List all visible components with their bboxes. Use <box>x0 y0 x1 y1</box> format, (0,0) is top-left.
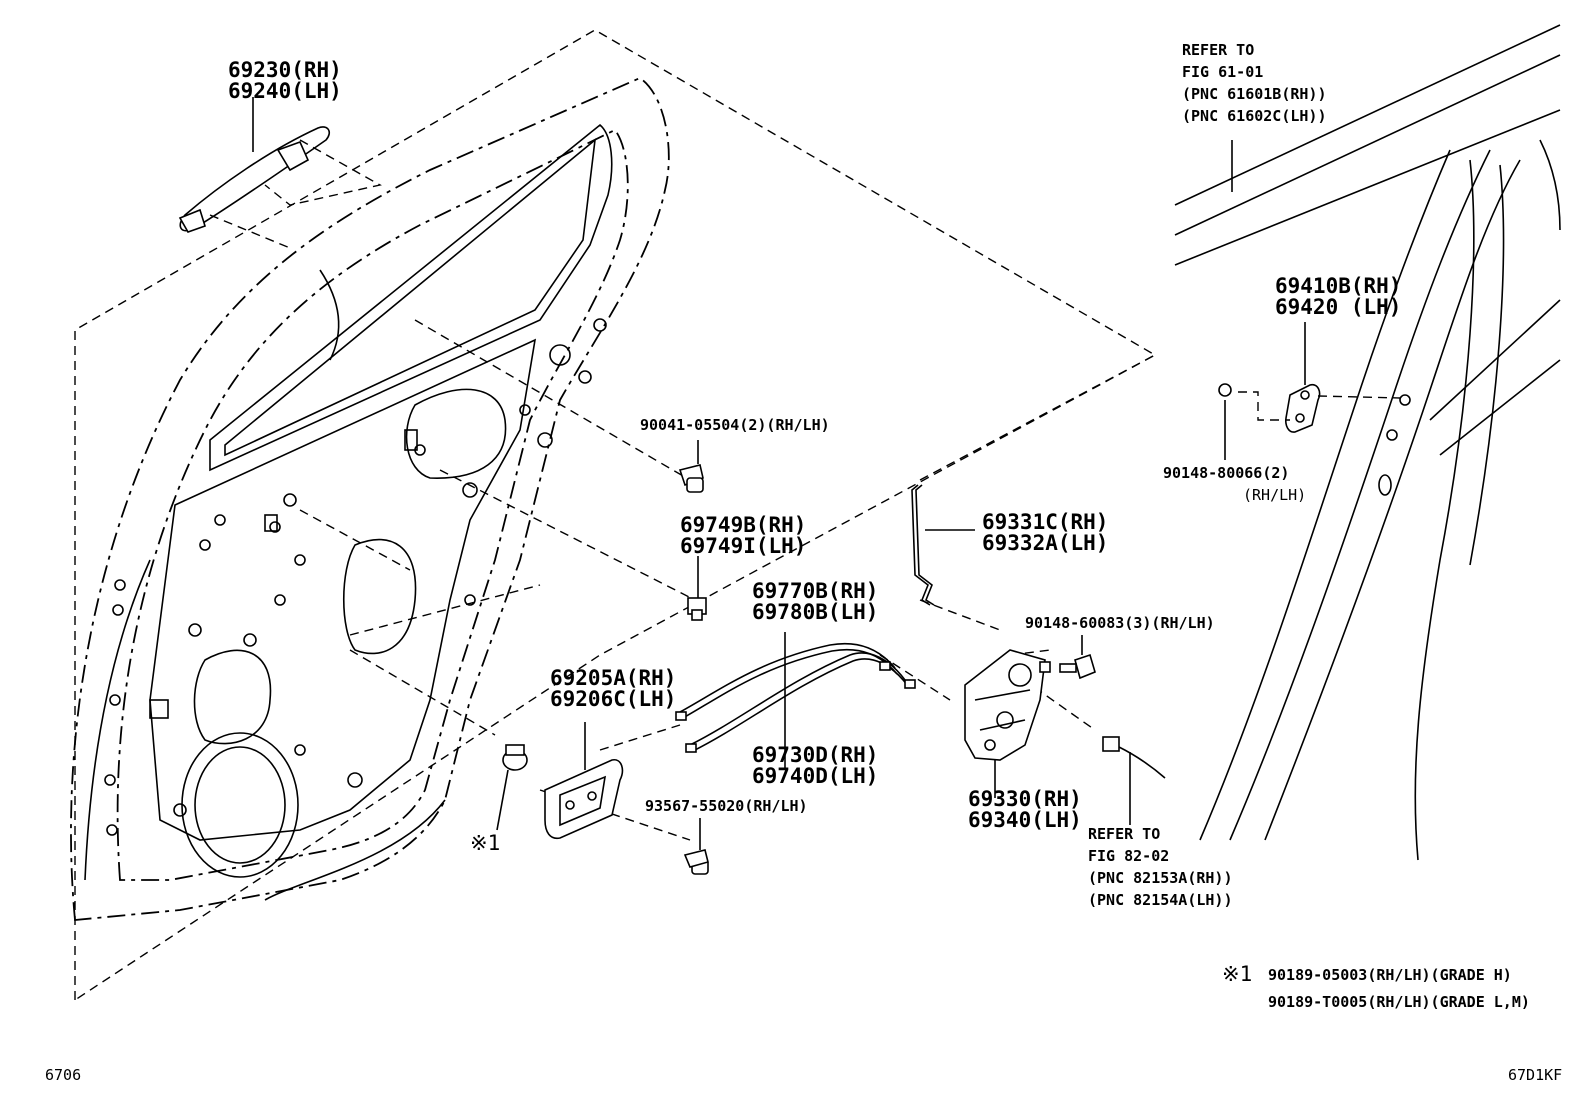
lock-assy-rh: 69330(RH) <box>968 787 1082 811</box>
note-ref-marker: ※1 <box>470 831 500 855</box>
callout-rod: 69331C(RH) 69332A(LH) <box>982 510 1108 555</box>
callout-inside-handle: 69205A(RH) 69206C(LH) <box>550 666 676 711</box>
handle-screw-part: 93567-55020(RH/LH) <box>645 797 808 815</box>
callout-striker: 69410B(RH) 69420 (LH) <box>1275 274 1401 319</box>
lock-screw <box>1059 635 1096 680</box>
callout-bolt-top: 90041-05504(2)(RH/LH) <box>640 416 830 434</box>
inside-handle-lh: 69206C(LH) <box>550 687 676 711</box>
wire-connector <box>1102 736 1166 825</box>
footer-left-code: 6706 <box>45 1066 81 1084</box>
rod-lh: 69332A(LH) <box>982 531 1108 555</box>
clip-lh: 69749I(LH) <box>680 534 806 558</box>
body-pillar <box>1174 24 1561 861</box>
callout-refer-fig82: REFER TO FIG 82-02 (PNC 82153A(RH)) (PNC… <box>1088 825 1233 909</box>
handle-screw <box>683 818 709 875</box>
striker-rh: 69410B(RH) <box>1275 274 1401 298</box>
assembly-leaders <box>299 319 1156 841</box>
grommet-ref1 <box>496 744 528 831</box>
cable-upper-lh: 69780B(LH) <box>752 600 878 624</box>
assembly-boundary <box>74 29 1157 1001</box>
cable-upper-rh: 69770B(RH) <box>752 579 878 603</box>
callout-lock-assy: 69330(RH) 69340(LH) <box>968 787 1082 832</box>
footnote: ※1 90189-05003(RH/LH)(GRADE H) 90189-T00… <box>1222 962 1530 1011</box>
bolt-top <box>678 440 704 493</box>
footnote-marker: ※1 <box>1222 962 1252 986</box>
refer-fig61-line2: FIG 61-01 <box>1182 63 1263 81</box>
striker-screw-side: (RH/LH) <box>1243 486 1306 504</box>
clip-rh: 69749B(RH) <box>680 513 806 537</box>
callout-handle-screw: 93567-55020(RH/LH) <box>645 797 808 815</box>
handle-dash-lines <box>209 139 382 249</box>
refer-fig61-line4: (PNC 61602C(LH)) <box>1182 107 1327 125</box>
callout-note-ref: ※1 <box>470 831 500 855</box>
footnote-line2: 90189-T0005(RH/LH)(GRADE L,M) <box>1268 993 1530 1011</box>
footer-right-code: 67D1KF <box>1508 1066 1562 1084</box>
lock-assy-lh: 69340(LH) <box>968 808 1082 832</box>
refer-fig82-line3: (PNC 82153A(RH)) <box>1088 869 1233 887</box>
callout-striker-screw: 90148-80066(2) (RH/LH) <box>1163 464 1306 504</box>
bolt-top-part: 90041-05504(2)(RH/LH) <box>640 416 830 434</box>
callout-refer-fig61: REFER TO FIG 61-01 (PNC 61601B(RH)) (PNC… <box>1182 41 1327 125</box>
door-lock-assembly <box>964 649 1051 798</box>
door-panel <box>70 76 670 921</box>
inside-handle <box>544 722 624 840</box>
refer-fig82-line2: FIG 82-02 <box>1088 847 1169 865</box>
callout-clip: 69749B(RH) 69749I(LH) <box>680 513 806 558</box>
callout-cable-upper: 69770B(RH) 69780B(LH) <box>752 579 878 624</box>
cable-lower-lh: 69740D(LH) <box>752 764 878 788</box>
callout-cable-lower: 69730D(RH) 69740D(LH) <box>752 743 878 788</box>
door-striker <box>1218 322 1401 460</box>
cable-lower-rh: 69730D(RH) <box>752 743 878 767</box>
outside-handle-lh: 69240(LH) <box>228 79 342 103</box>
outside-handle-rh: 69230(RH) <box>228 58 342 82</box>
striker-screw-part: 90148-80066(2) <box>1163 464 1289 482</box>
refer-fig61-line3: (PNC 61601B(RH)) <box>1182 85 1327 103</box>
refer-fig82-line1: REFER TO <box>1088 825 1160 843</box>
striker-lh: 69420 (LH) <box>1275 295 1401 319</box>
inside-handle-rh: 69205A(RH) <box>550 666 676 690</box>
callout-lock-screw: 90148-60083(3)(RH/LH) <box>1025 614 1215 632</box>
clip <box>687 556 707 621</box>
rod-rh: 69331C(RH) <box>982 510 1108 534</box>
callout-outside-handle: 69230(RH) 69240(LH) <box>228 58 342 103</box>
lock-screw-part: 90148-60083(3)(RH/LH) <box>1025 614 1215 632</box>
lock-rod <box>911 484 975 606</box>
control-cables <box>675 632 916 770</box>
outside-handle <box>178 97 330 233</box>
footnote-line1: 90189-05003(RH/LH)(GRADE H) <box>1268 966 1512 984</box>
footer: 6706 67D1KF <box>45 1066 1562 1084</box>
refer-fig82-line4: (PNC 82154A(LH)) <box>1088 891 1233 909</box>
refer-fig61-line1: REFER TO <box>1182 41 1254 59</box>
